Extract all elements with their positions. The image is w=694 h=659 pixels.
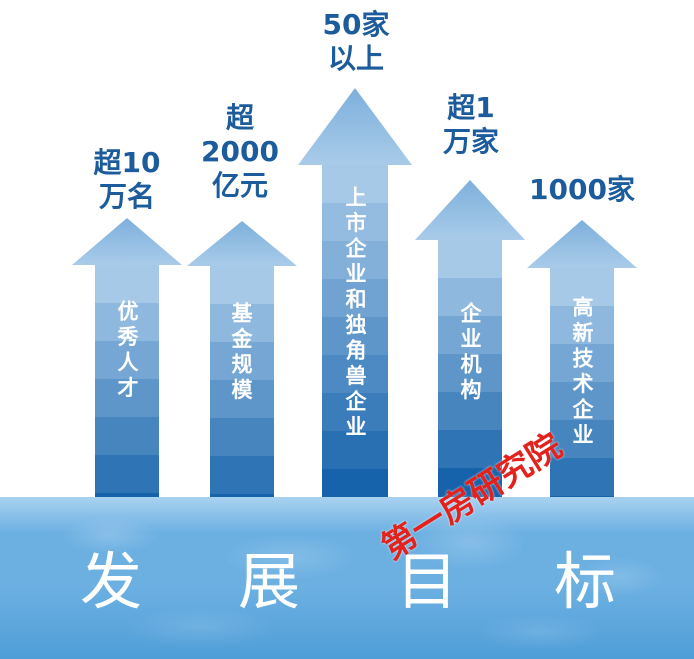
arrow-4-value: 超1 万家 bbox=[411, 91, 531, 159]
arrow-shaft-band bbox=[322, 203, 388, 242]
banner-title: 发展目标 bbox=[80, 550, 616, 614]
arrow-1-value-line: 超10 bbox=[93, 146, 161, 179]
arrow-4-value-line: 超1 bbox=[447, 91, 495, 124]
arrow-2-value: 超 2000 亿元 bbox=[180, 101, 300, 203]
arrow-shaft-band bbox=[210, 456, 274, 495]
arrow-shaft-band bbox=[438, 354, 502, 393]
goal-banner: 发展目标 bbox=[0, 497, 694, 659]
arrow-5-value: 1000家 bbox=[522, 173, 642, 207]
arrow-5-label: 高新技术企业 bbox=[570, 296, 594, 449]
arrow-shaft-band bbox=[95, 265, 159, 304]
arrow-shaft-band bbox=[550, 306, 614, 345]
arrow-4-label: 企业机构 bbox=[458, 302, 482, 404]
arrow-4-value-line: 万家 bbox=[442, 125, 499, 158]
arrow-1-label: 优秀人才 bbox=[115, 300, 139, 402]
banner-title-char: 目 bbox=[396, 545, 459, 618]
arrow-2-value-line: 2000 bbox=[201, 135, 279, 168]
arrow-shaft-band bbox=[438, 430, 502, 469]
banner-title-char: 展 bbox=[238, 545, 301, 618]
arrow-head bbox=[187, 221, 297, 266]
arrow-shaft-band bbox=[438, 278, 502, 317]
arrow-shaft-band bbox=[550, 268, 614, 307]
arrow-shaft-band bbox=[550, 420, 614, 459]
arrow-5-value-line: 1000家 bbox=[529, 173, 635, 206]
arrow-3-label: 上市企业和独角兽企业 bbox=[343, 186, 367, 441]
arrow-shaft-band bbox=[322, 317, 388, 356]
arrow-shaft-band bbox=[550, 382, 614, 421]
arrow-shaft-band bbox=[438, 392, 502, 431]
arrow-shaft-band bbox=[322, 165, 388, 204]
arrow-2-label: 基金规模 bbox=[229, 302, 253, 404]
arrow-shaft-band bbox=[95, 341, 159, 380]
arrow-shaft-band bbox=[210, 342, 274, 381]
arrow-head bbox=[415, 180, 525, 240]
arrow-shaft-band bbox=[438, 468, 502, 503]
arrow-shaft-band bbox=[550, 344, 614, 383]
arrow-shaft-band bbox=[95, 455, 159, 494]
growth-arrow-3 bbox=[298, 88, 412, 503]
arrow-shaft-band bbox=[322, 431, 388, 470]
arrow-shaft-band bbox=[322, 355, 388, 394]
arrow-shaft-band bbox=[438, 240, 502, 279]
arrow-head bbox=[72, 218, 182, 265]
arrow-shaft-band bbox=[210, 418, 274, 457]
arrow-3-value-line: 50家 bbox=[322, 8, 390, 41]
arrow-head bbox=[298, 88, 412, 165]
growth-arrow-4 bbox=[415, 180, 525, 503]
arrow-head bbox=[527, 220, 637, 268]
arrow-shaft-band bbox=[210, 266, 274, 305]
arrow-shaft-band bbox=[210, 304, 274, 343]
arrow-1-value-line: 万名 bbox=[98, 180, 155, 213]
arrow-3-value: 50家 以上 bbox=[296, 8, 416, 76]
arrow-shaft-band bbox=[210, 380, 274, 419]
banner-title-char: 发 bbox=[80, 545, 143, 618]
arrow-shaft-band bbox=[438, 316, 502, 355]
arrow-shaft-band bbox=[322, 279, 388, 318]
arrow-2-value-line: 超 bbox=[225, 101, 254, 134]
growth-arrow-5 bbox=[527, 220, 637, 503]
arrow-shaft-band bbox=[322, 241, 388, 280]
arrow-shaft-band bbox=[95, 379, 159, 418]
growth-arrow-2 bbox=[187, 221, 297, 503]
arrow-shaft-band bbox=[95, 303, 159, 342]
banner-title-char: 标 bbox=[554, 545, 617, 618]
arrow-1-value: 超10 万名 bbox=[67, 146, 187, 214]
arrow-shaft-band bbox=[322, 393, 388, 432]
arrow-3-value-line: 以上 bbox=[327, 42, 384, 75]
arrow-shaft-band bbox=[550, 458, 614, 497]
arrow-2-value-line: 亿元 bbox=[211, 169, 268, 202]
arrow-shaft-band bbox=[95, 417, 159, 456]
